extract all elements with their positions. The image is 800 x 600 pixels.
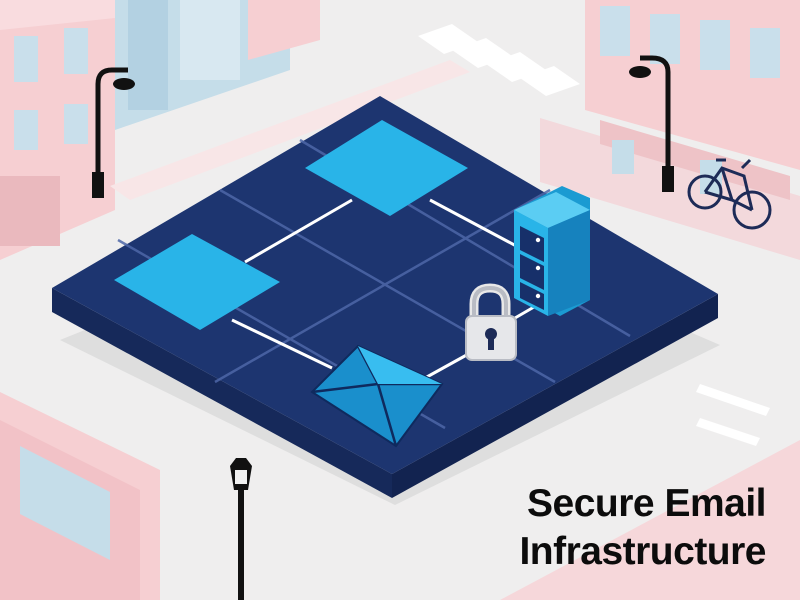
padlock-icon xyxy=(465,283,517,361)
building-bottom-left xyxy=(0,392,160,600)
street-lamp-icon xyxy=(92,67,135,198)
headline-line-1: Secure Email xyxy=(527,482,766,525)
building-bottom-right xyxy=(500,440,800,600)
street-lamp-icon xyxy=(629,55,674,192)
server-icon xyxy=(514,186,590,316)
street-lamp-icon xyxy=(230,458,252,600)
building-top-left xyxy=(0,0,470,260)
envelope-icon xyxy=(310,344,444,448)
headline-line-2: Infrastructure xyxy=(519,530,766,573)
data-tile xyxy=(114,234,280,330)
road-markings xyxy=(696,384,770,446)
bicycle-icon xyxy=(687,158,772,230)
data-tile xyxy=(305,120,468,216)
crosswalk xyxy=(418,24,580,96)
